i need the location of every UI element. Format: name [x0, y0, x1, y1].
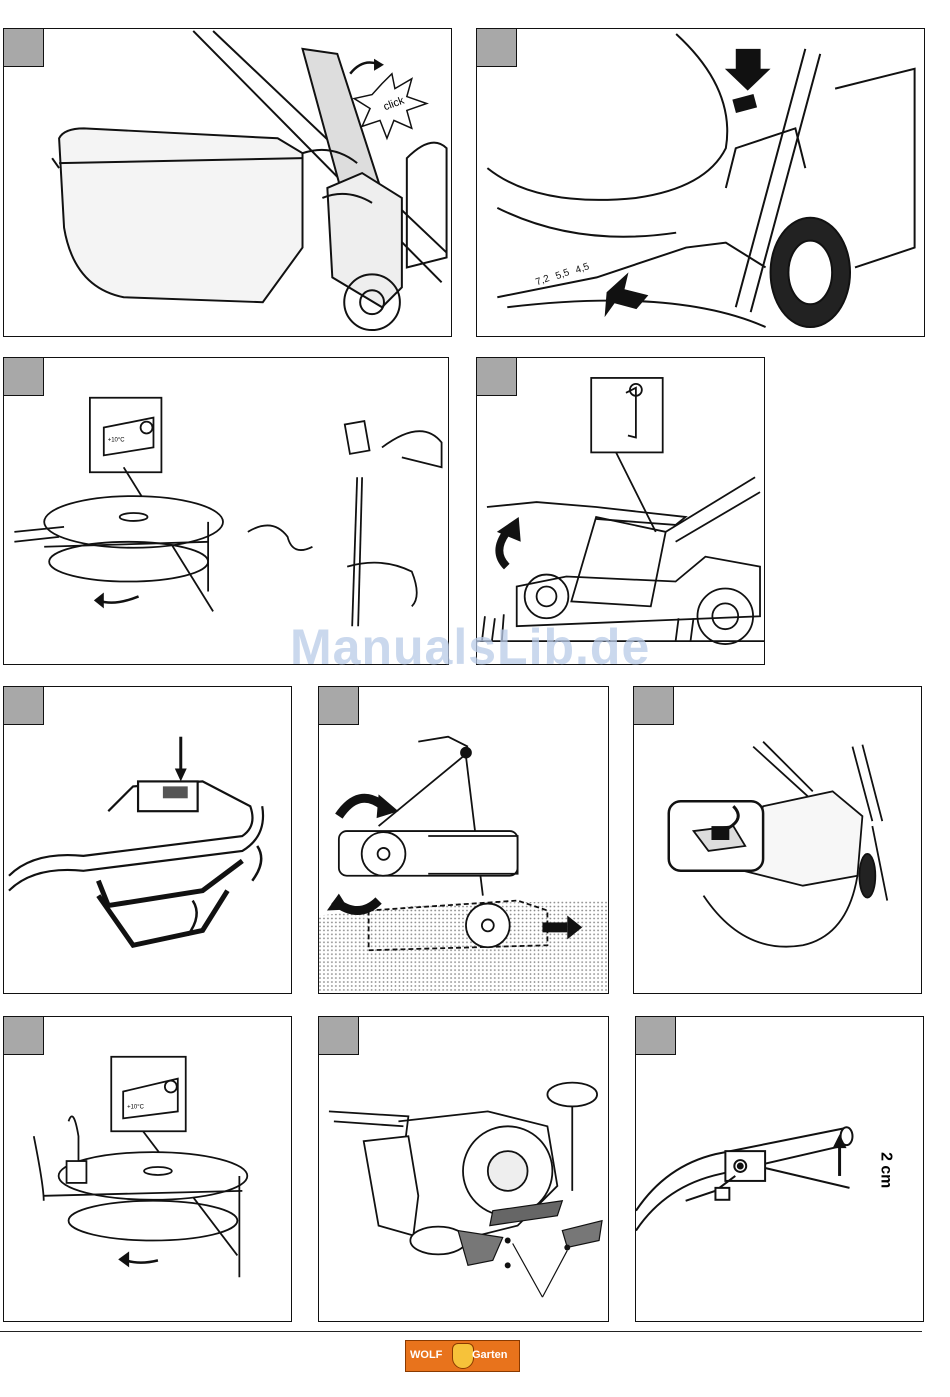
cable-plug-illustration: +10°C	[4, 1017, 291, 1321]
adjustment-distance-label: 2 cm	[877, 1152, 894, 1188]
logo-text-left: WOLF	[410, 1349, 442, 1361]
handle-height-illustration: 2 cm	[636, 1017, 923, 1321]
temp-label: +10°C	[108, 437, 125, 443]
wolf-emblem-icon	[452, 1343, 474, 1369]
brand-logo: WOLF Garten	[405, 1340, 520, 1372]
switch-handle-illustration	[4, 687, 291, 993]
temp-label: +10°C	[127, 1104, 144, 1110]
figure-panel-10: 2 cm	[635, 1016, 924, 1322]
mowing-direction-illustration	[319, 687, 608, 993]
svg-text:7,2: 7,2	[534, 273, 551, 288]
blade-mount-illustration	[319, 1017, 608, 1321]
figure-panel-1: click	[3, 28, 452, 337]
height-adjustment-illustration: 7,2 5,5 4,5	[477, 29, 924, 336]
svg-text:4,5: 4,5	[574, 261, 591, 276]
figure-panel-2: 7,2 5,5 4,5	[476, 28, 925, 337]
svg-text:5,5: 5,5	[554, 267, 571, 282]
footer-rule	[0, 1331, 922, 1332]
figure-panel-9	[318, 1016, 609, 1322]
figure-panel-6	[318, 686, 609, 994]
figure-panel-5	[3, 686, 292, 994]
logo-text-right: Garten	[472, 1349, 507, 1361]
figure-panel-7	[633, 686, 922, 994]
watermark: ManualsLib.de	[290, 618, 650, 676]
figure-panel-8: +10°C	[3, 1016, 292, 1322]
fill-indicator-illustration	[634, 687, 921, 993]
grass-box-illustration: click	[4, 29, 451, 336]
